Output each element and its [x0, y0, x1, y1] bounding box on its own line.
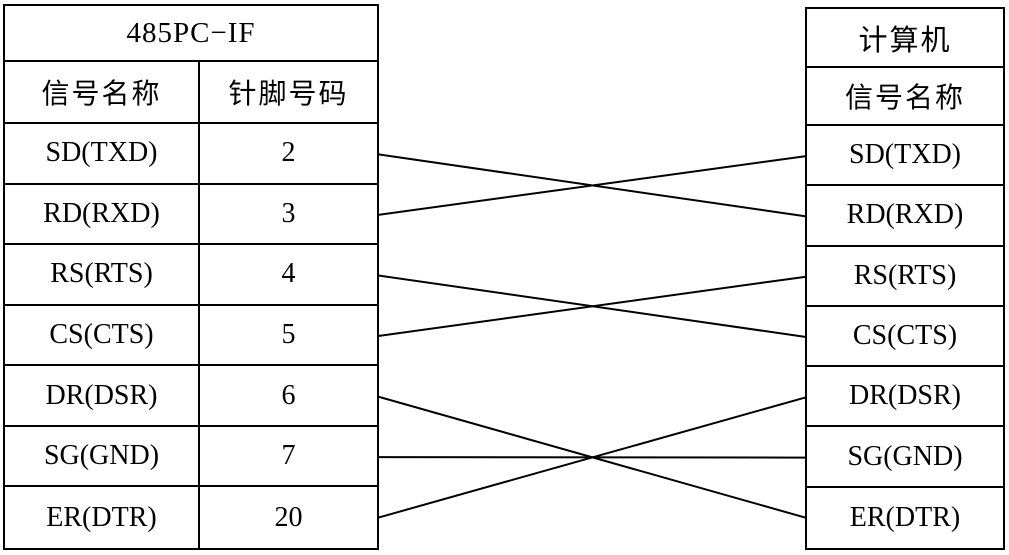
table-row: DR(DSR)	[807, 367, 1003, 428]
signal-cell: RS(RTS)	[853, 259, 957, 291]
table-row: SD(TXD) 2	[5, 124, 377, 185]
signal-cell: SD(TXD)	[849, 139, 961, 171]
wire	[377, 395, 807, 519]
pin-cell: 20	[274, 501, 303, 533]
table-row: ER(DTR)	[807, 488, 1003, 548]
table-row: RS(RTS)	[807, 247, 1003, 307]
table-row: CS(CTS)	[807, 307, 1003, 368]
signal-cell: CS(CTS)	[852, 319, 958, 351]
signal-cell: RS(RTS)	[5, 245, 200, 304]
signal-cell: ER(DTR)	[5, 487, 200, 548]
signal-cell: RD(RXD)	[846, 199, 964, 231]
pin-cell: 7	[281, 440, 296, 472]
left-header-row: 信号名称 针脚号码	[5, 62, 377, 124]
signal-name-column-header: 信号名称	[844, 83, 965, 114]
pin-cell: 3	[281, 197, 296, 229]
wire	[377, 456, 807, 459]
left-device-table: 485PC−IF 信号名称 针脚号码 SD(TXD) 2 RD(RXD) 3 R…	[3, 4, 379, 550]
right-table-title: 计算机	[807, 9, 1003, 68]
wire	[377, 274, 807, 338]
pin-cell: 2	[281, 137, 296, 169]
signal-name-column-header: 信号名称	[5, 62, 200, 122]
table-row: RD(RXD)	[807, 186, 1003, 247]
signal-cell: CS(CTS)	[5, 305, 200, 365]
wire	[377, 153, 807, 218]
signal-cell: SG(GND)	[5, 426, 200, 486]
signal-cell: DR(DSR)	[5, 366, 200, 425]
table-row: SG(GND) 7	[5, 426, 377, 488]
table-row: SD(TXD)	[807, 126, 1003, 187]
table-row: DR(DSR) 6	[5, 366, 377, 427]
pin-cell: 4	[281, 258, 296, 290]
signal-cell: RD(RXD)	[5, 184, 200, 244]
table-row: SG(GND)	[807, 427, 1003, 488]
signal-cell: SG(GND)	[847, 440, 963, 472]
table-row: RS(RTS) 4	[5, 245, 377, 306]
table-row: RD(RXD) 3	[5, 184, 377, 246]
right-header-row: 信号名称	[807, 68, 1003, 126]
signal-cell: DR(DSR)	[848, 380, 961, 412]
left-table-title: 485PC−IF	[5, 6, 377, 62]
right-device-table: 计算机 信号名称 SD(TXD) RD(RXD) RS(RTS) CS(CTS)…	[805, 7, 1005, 550]
pin-cell: 6	[281, 379, 296, 411]
wire	[377, 396, 807, 519]
table-row: CS(CTS) 5	[5, 305, 377, 367]
wire	[377, 275, 807, 337]
pin-cell: 5	[281, 318, 296, 350]
signal-cell: SD(TXD)	[5, 124, 200, 183]
wire	[377, 155, 807, 216]
table-row: ER(DTR) 20	[5, 487, 377, 548]
signal-cell: ER(DTR)	[849, 501, 961, 533]
pin-number-column-header: 针脚号码	[228, 79, 349, 110]
